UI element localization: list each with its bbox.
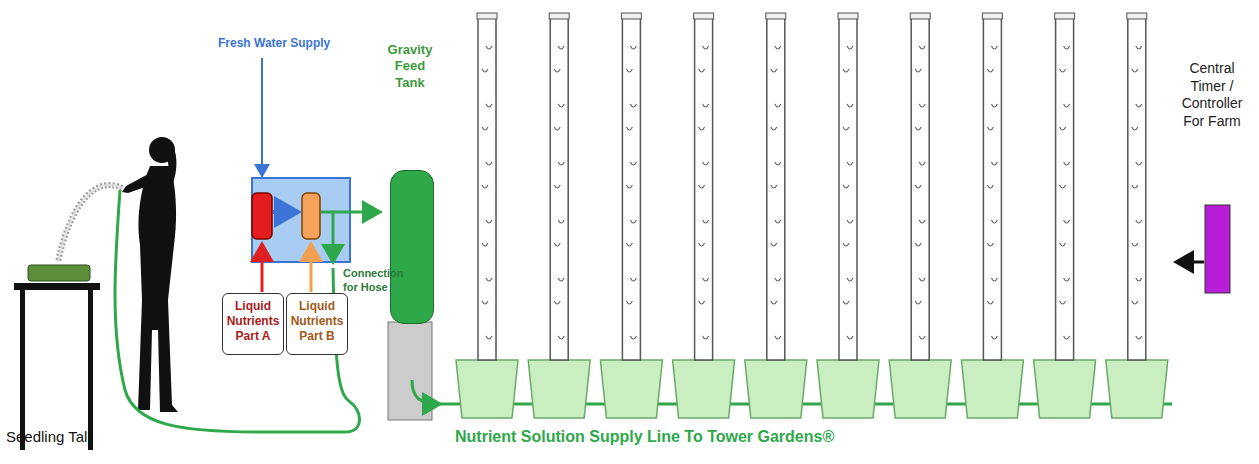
node-text: Gravity Feed Tank — [384, 42, 436, 91]
gravity-feed-tank: Gravity Feed Tank — [384, 42, 436, 91]
table-label: Seedling Tal — [6, 428, 87, 445]
supply-line-label: Nutrient Solution Supply Line To Tower G… — [455, 428, 834, 446]
tank-body — [390, 170, 434, 324]
timer-controller: Central Timer / Controller For Farm — [1176, 60, 1248, 130]
inlet-label: Fresh Water Supply — [218, 36, 330, 50]
nutrient-box: Liquid Nutrients Part A — [222, 293, 284, 355]
node-text: Liquid Nutrients Part B — [289, 299, 345, 344]
hose-connection-label: Connection for Hose — [343, 266, 413, 295]
nutrient-box: Liquid Nutrients Part B — [286, 293, 348, 355]
node-text: Central Timer / Controller For Farm — [1176, 60, 1248, 130]
node-text: Liquid Nutrients Part A — [225, 299, 281, 344]
